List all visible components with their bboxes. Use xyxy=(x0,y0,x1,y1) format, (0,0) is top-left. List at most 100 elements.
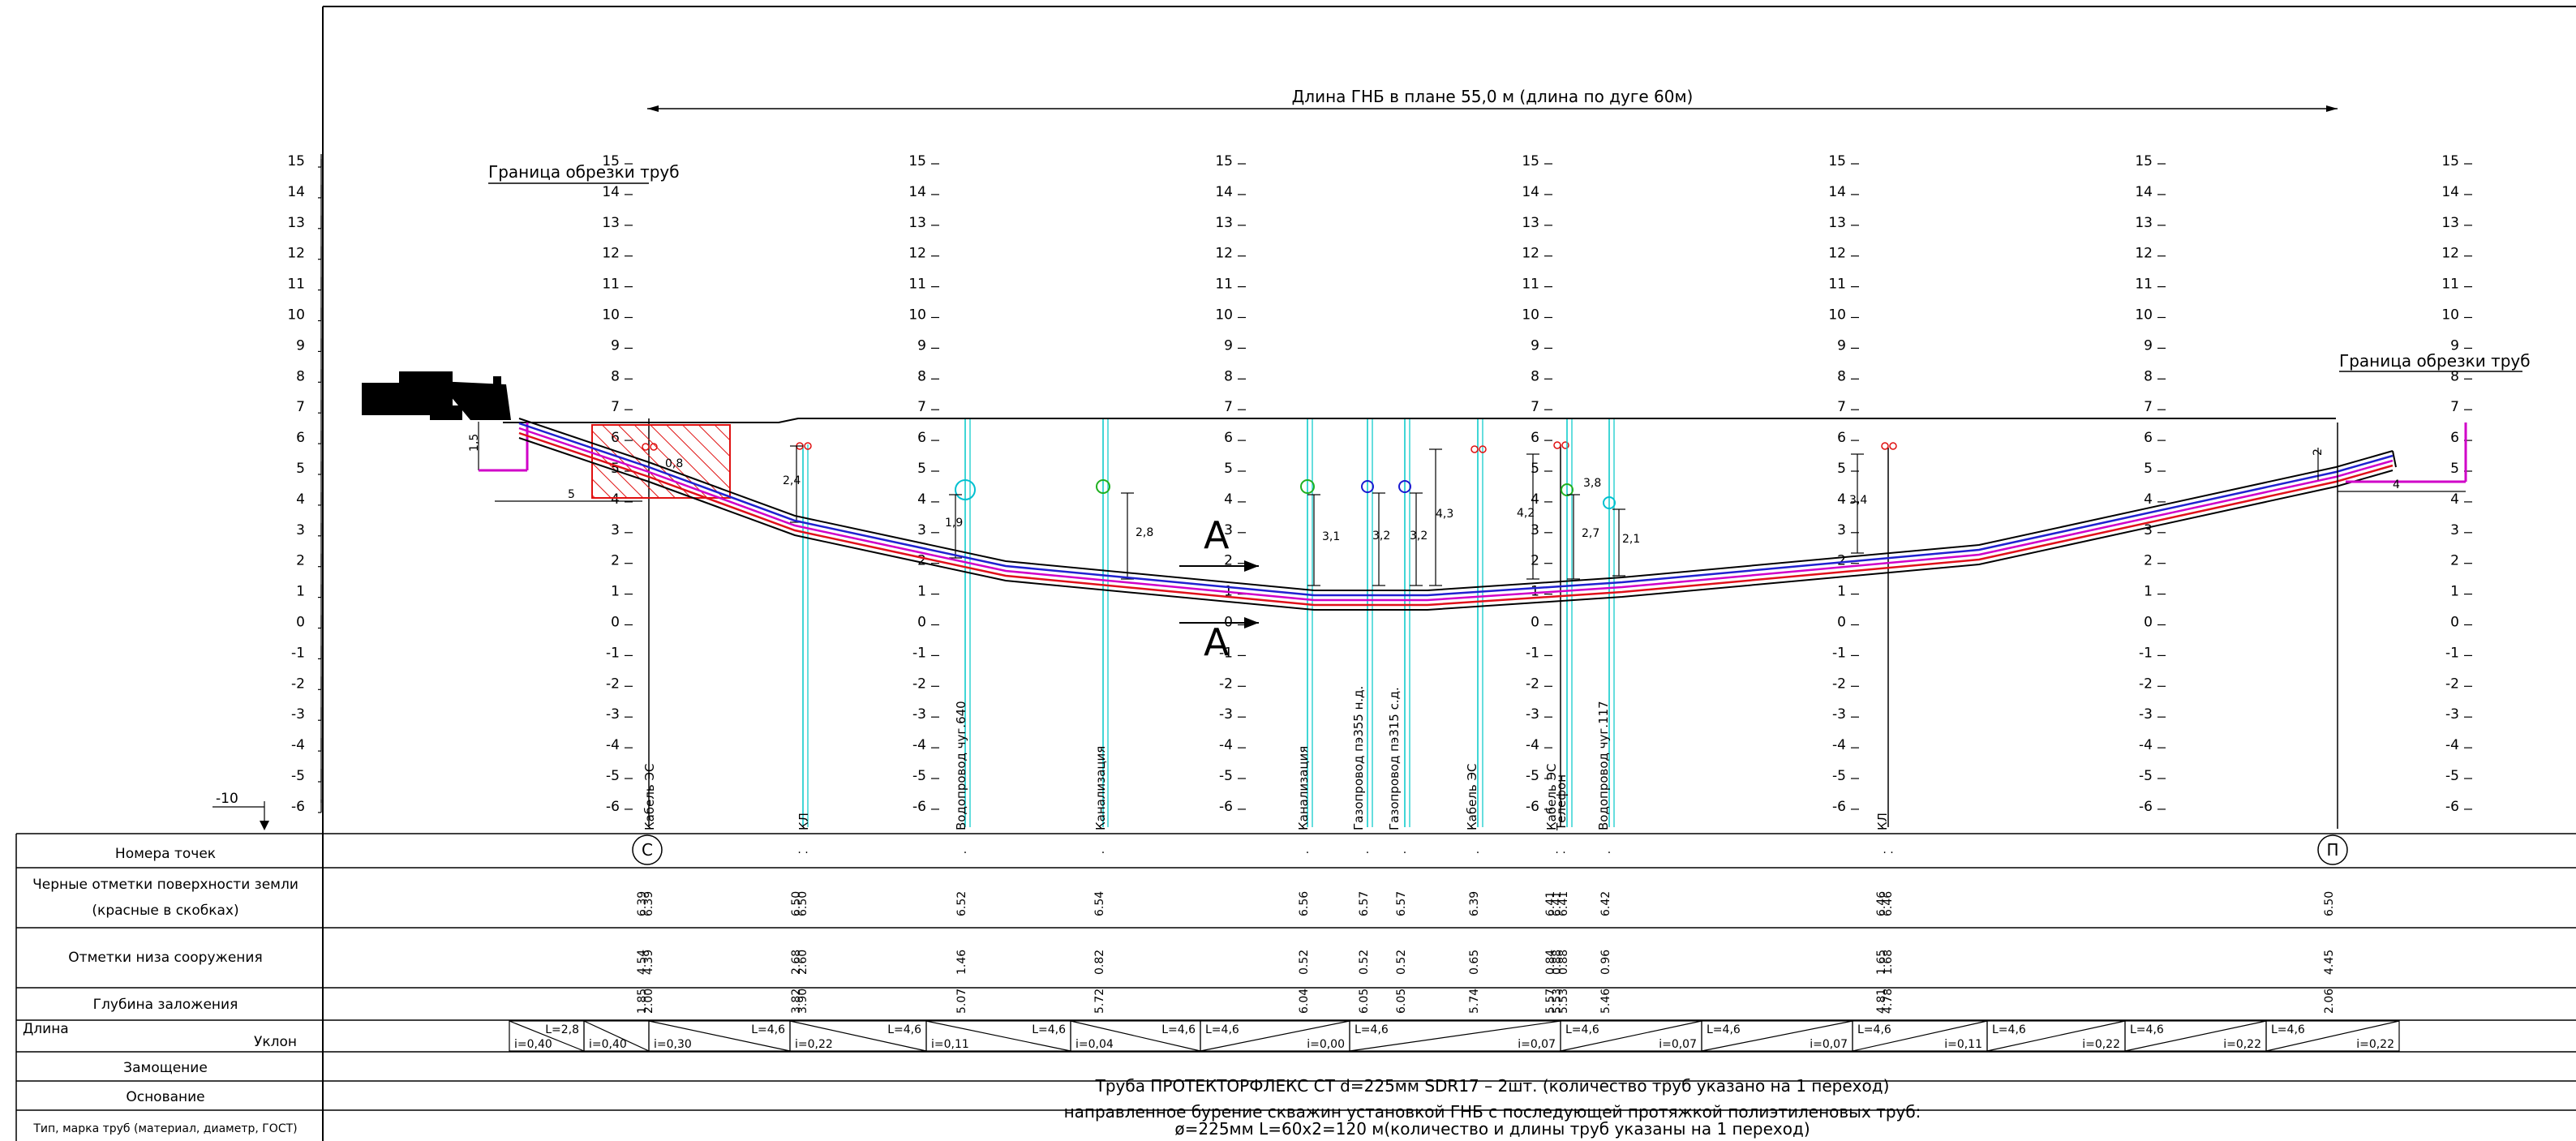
scale-tick-label: 12 xyxy=(1215,246,1233,262)
depth-dim-label: 4,3 xyxy=(1436,508,1453,521)
table-value-depth: 2.06 xyxy=(2323,989,2336,1014)
scale-tick-label: 15 xyxy=(287,153,305,169)
scale-tick-label: 6 xyxy=(917,430,926,446)
scale-tick-label: 15 xyxy=(2135,153,2153,169)
slope-segment-12: L=4,6i=0,22 xyxy=(1986,1020,2126,1052)
table-value-ground: 6.41 xyxy=(1544,891,1557,916)
segment-length: L=4,6 xyxy=(1707,1023,1741,1036)
pipe-section-icon xyxy=(1361,480,1374,493)
scale-tick-label: 7 xyxy=(2144,399,2153,415)
scale-tick-label: -5 xyxy=(912,768,926,784)
slope-segment-10: L=4,6 i=0,07 xyxy=(1701,1020,1853,1052)
crossing-label: Кабель ЭС xyxy=(1465,764,1479,830)
scale-tick-label: 14 xyxy=(287,184,305,200)
scale-tick-label: 10 xyxy=(1522,307,1539,324)
scale-tick-label: 1 xyxy=(2450,584,2459,600)
scale-tick-label: -3 xyxy=(1219,706,1233,723)
scale-tick-label: 9 xyxy=(1224,337,1233,354)
scale-tick-label: 8 xyxy=(1531,368,1539,384)
table-value-ground: 6.42 xyxy=(1599,891,1612,916)
table-value-ground: 6.50 xyxy=(2323,891,2336,916)
row-label-depth: Глубина заложения xyxy=(93,997,238,1013)
scale-tick-label: 11 xyxy=(908,277,926,293)
pipe-note-1: направленное бурение скважин установкой … xyxy=(1064,1102,1921,1122)
scale-tick-label: 2 xyxy=(1531,553,1539,569)
dim-right-offset: 4 xyxy=(2393,478,2400,491)
dim-rig-height: 1,5 xyxy=(468,434,481,452)
pipe-line-4 xyxy=(518,431,2394,607)
segment-slope: i=0,07 xyxy=(1810,1038,1848,1051)
table-column-5: .6.560.526.04 xyxy=(1298,843,1311,1014)
table-value-ground: 6.56 xyxy=(1298,891,1311,916)
crossing-12: 3,4КЛ xyxy=(1849,442,1897,830)
scale-tick-label: 1 xyxy=(2144,584,2153,600)
table-column-11: . .6.466.461.651.684.814.78 xyxy=(1875,843,1895,1014)
scale-tick-label: -3 xyxy=(1832,706,1846,723)
table-value-bottom: 0.52 xyxy=(1395,950,1408,975)
scale-tick-label: -1 xyxy=(2139,645,2153,661)
scale-tick-label: 13 xyxy=(602,215,620,231)
scale-tick-label: -3 xyxy=(912,706,926,723)
scale-tick-label: 8 xyxy=(296,368,305,384)
scale-tick-label: 8 xyxy=(2144,368,2153,384)
scale-tick-label: -1 xyxy=(1832,645,1846,661)
depth-dim-label: 3,2 xyxy=(1372,530,1390,543)
scale-tick-label: -4 xyxy=(2445,737,2459,753)
scale-tick-label: 13 xyxy=(908,215,926,231)
table-value-ground: 6.39 xyxy=(1468,891,1481,916)
table-value-depth: 2.00 xyxy=(642,989,655,1014)
scale-tick-label: 11 xyxy=(1215,277,1233,293)
scale-tick-label: -2 xyxy=(2139,676,2153,692)
scale-tick-label: -4 xyxy=(912,737,926,753)
table-value-bottom: 2.60 xyxy=(796,950,809,975)
scale-tick-label: 3 xyxy=(2450,522,2459,538)
table-value-bottom: 0.88 xyxy=(1557,950,1570,975)
scale-tick-label: 4 xyxy=(1531,491,1539,508)
crossing-label: Телефон xyxy=(1554,774,1569,831)
elevation-scales: 1514131211109876543210-1-2-3-4-5-6151413… xyxy=(287,153,2472,815)
scale-tick-label: 3 xyxy=(296,522,305,538)
scale-tick-label: -5 xyxy=(1526,768,1539,784)
scale-tick-label: 11 xyxy=(2135,277,2153,293)
table-value-depth: 3.82 xyxy=(790,989,803,1014)
scale-tick-label: 7 xyxy=(1531,399,1539,415)
scale-tick-label: -6 xyxy=(1832,799,1846,815)
crossing-label: Газопровод пэ355 н.д. xyxy=(1351,686,1366,830)
table-value-bottom: 1.68 xyxy=(1882,950,1895,975)
scale-tick-label: 12 xyxy=(1828,246,1846,262)
scale-tick-label: 0 xyxy=(2450,615,2459,631)
crossing-label: Водопровод чуг.640 xyxy=(954,701,968,830)
segment-slope: i=0,40 xyxy=(589,1038,627,1051)
scale-tick-label: -4 xyxy=(1526,737,1539,753)
scale-tick-label: 12 xyxy=(287,246,305,262)
table-value-depth: 6.05 xyxy=(1358,989,1371,1014)
scale-tick-label: -4 xyxy=(1219,737,1233,753)
table-value-ground: 6.50 xyxy=(796,891,809,916)
depth-dim-label: 2,4 xyxy=(783,474,801,487)
table-value-ground: 6.57 xyxy=(1395,891,1408,916)
svg-text:. .: . . xyxy=(1555,843,1565,856)
table-value-depth: 5.46 xyxy=(1599,989,1612,1014)
scale-tick-label: 15 xyxy=(2441,153,2459,169)
segment-slope: i=0,30 xyxy=(654,1038,692,1051)
row-label-ground-2: (красные в скобках) xyxy=(92,903,238,919)
table-value-depth: 5.57 xyxy=(1544,989,1557,1014)
scale-tick-label: -2 xyxy=(2445,676,2459,692)
scale-tick-label: 7 xyxy=(611,399,620,415)
segment-length: L=4,6 xyxy=(1992,1023,2026,1036)
scale-tick-label: 14 xyxy=(1828,184,1846,200)
slope-segment-13: L=4,6i=0,22 xyxy=(2124,1020,2267,1052)
dim-entry-zone: 0,8 xyxy=(665,457,683,470)
pipe-section-icon xyxy=(1096,479,1110,494)
scale-tick-label: 9 xyxy=(611,337,620,354)
slope-segment-7: L=4,6i=0,00 xyxy=(1200,1020,1350,1052)
scale-tick-label: 0 xyxy=(611,615,620,631)
pipe-section-icon xyxy=(1398,480,1411,493)
segment-length: L=4,6 xyxy=(2130,1023,2164,1036)
slope-segment-11: L=4,6i=0,11 xyxy=(1852,1020,1988,1052)
scale-tick-label: 6 xyxy=(1224,430,1233,446)
scale-tick-label: 11 xyxy=(602,277,620,293)
